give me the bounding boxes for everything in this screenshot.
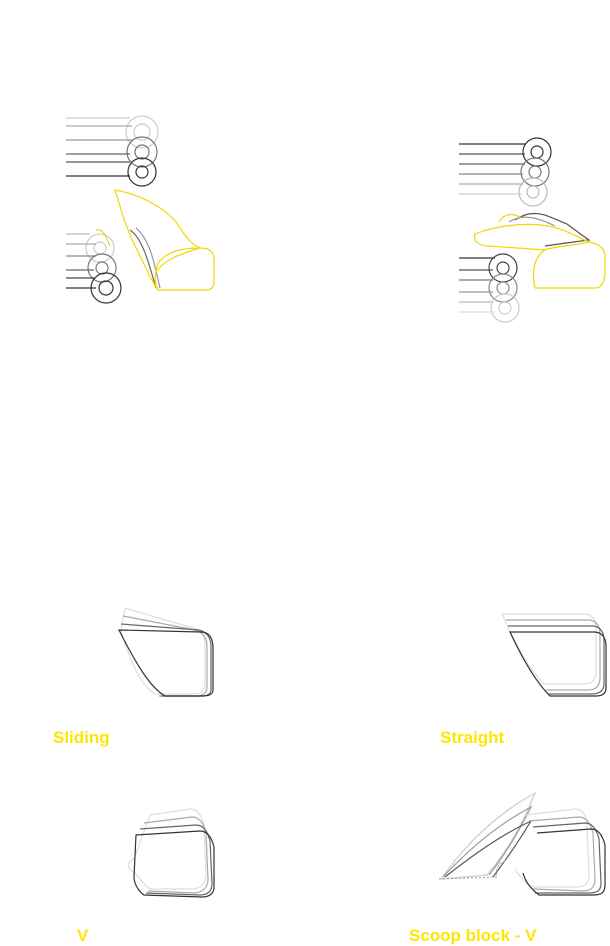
straight-motion-figure [500,610,608,700]
v-motion-figure [120,805,220,900]
label-scoop-block-v: Scoop block - V [409,926,537,945]
hand-scoop-figure-right [455,130,610,330]
label-sliding: Sliding [53,728,110,747]
sliding-motion-figure [115,600,220,700]
label-straight: Straight [440,728,505,747]
scoop-block-v-figure [435,785,610,900]
hand-scoop-figure-left [60,110,230,310]
label-v: V [77,926,89,945]
